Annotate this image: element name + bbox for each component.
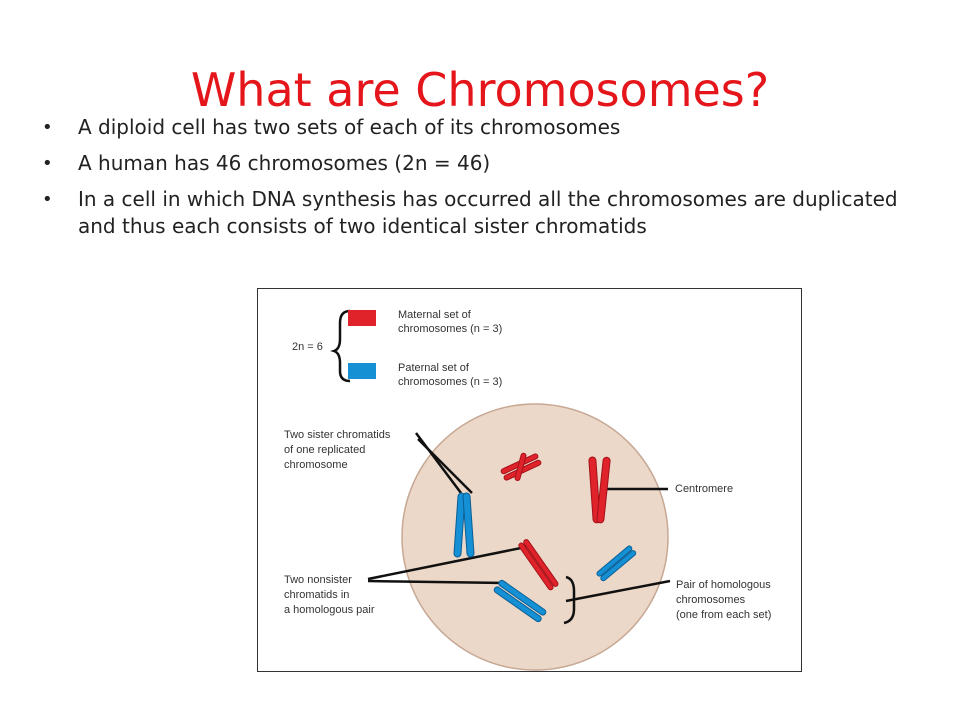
blue-chromosome-right [596, 545, 637, 582]
nonsister-label-line3: a homologous pair [284, 604, 375, 616]
pair-label-line1: Pair of homologous [676, 579, 771, 591]
nonsister-label-line1: Two nonsister [284, 574, 352, 586]
bullet-list: • A diploid cell has two sets of each of … [40, 114, 920, 249]
pair-label-line3: (one from each set) [676, 609, 772, 621]
bullet-text: In a cell in which DNA synthesis has occ… [78, 187, 898, 238]
centromere-label: Centromere [675, 483, 734, 495]
bullet-icon: • [42, 189, 53, 210]
blue-chromosome-bottom [493, 579, 547, 623]
bullet-text: A human has 46 chromosomes (2n = 46) [78, 151, 491, 175]
sister-label-line2: of one replicated [284, 444, 366, 456]
legend-brace [330, 309, 351, 383]
maternal-label-line2: chromosomes (n = 3) [398, 323, 503, 335]
red-chromosome-middle [518, 539, 559, 591]
paternal-swatch [348, 363, 376, 379]
slide-title: What are Chromosomes? [190, 63, 770, 117]
blue-chromosome-left [453, 492, 475, 558]
sister-label-line3: chromosome [284, 459, 348, 471]
bullet-item: • In a cell in which DNA synthesis has oc… [40, 186, 920, 240]
paternal-label-line2: chromosomes (n = 3) [398, 376, 503, 388]
chromosome-diagram [330, 309, 671, 671]
bullet-item: • A human has 46 chromosomes (2n = 46) [40, 150, 920, 177]
cell-body [401, 403, 669, 671]
maternal-swatch [348, 310, 376, 326]
bullet-text: A diploid cell has two sets of each of i… [78, 115, 621, 139]
nonsister-label-line2: chromatids in [284, 589, 350, 601]
chromosome-figure: Maternal set of chromosomes (n = 3) 2n =… [257, 288, 802, 672]
diploid-label: 2n = 6 [292, 341, 323, 353]
sister-label-line1: Two sister chromatids [284, 429, 391, 441]
label-lines [367, 432, 671, 625]
bullet-icon: • [42, 117, 53, 138]
red-chromosome-large [588, 456, 611, 524]
maternal-label-line1: Maternal set of [398, 309, 471, 321]
pair-label-line2: chromosomes [676, 594, 746, 606]
bullet-item: • A diploid cell has two sets of each of … [40, 114, 920, 141]
bullet-icon: • [42, 153, 53, 174]
paternal-label-line1: Paternal set of [398, 362, 469, 374]
